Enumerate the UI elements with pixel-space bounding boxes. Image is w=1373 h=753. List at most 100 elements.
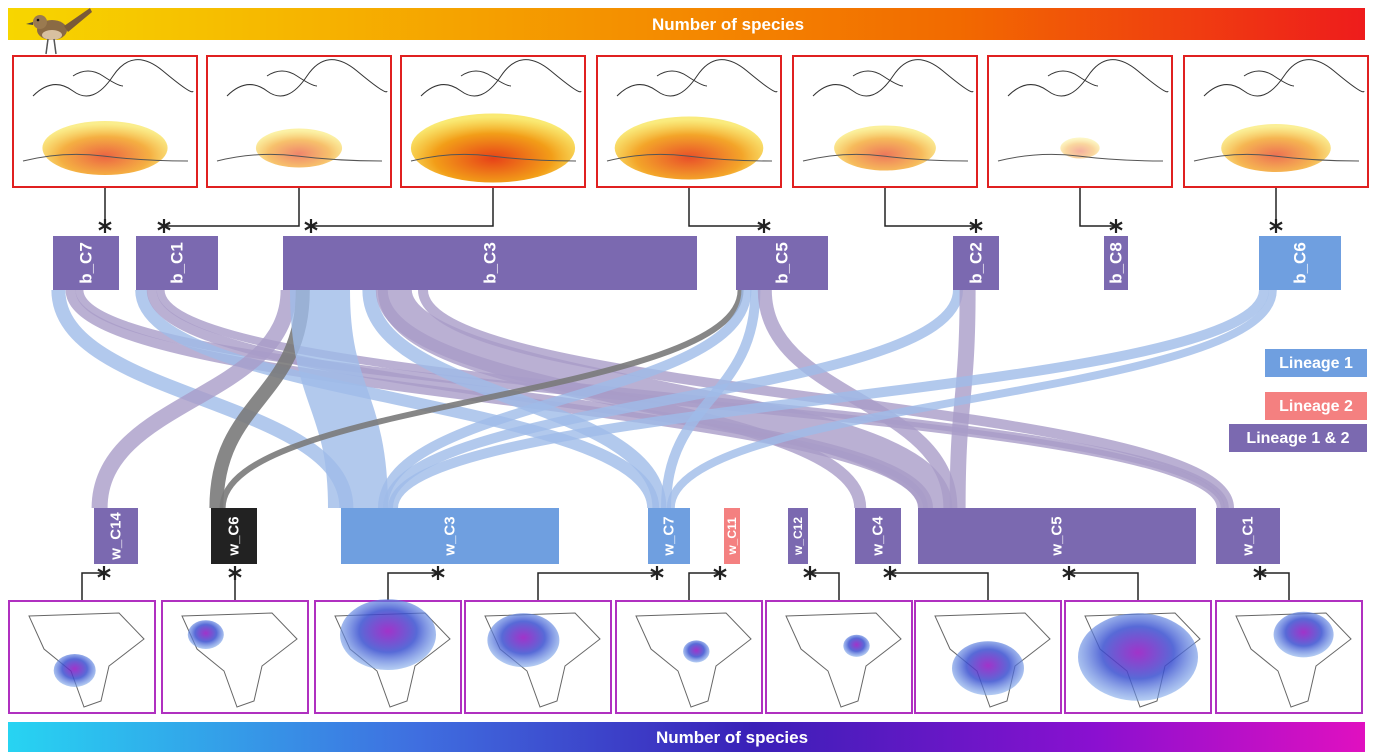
flow-ribbons [51, 287, 1277, 511]
asterisk-icon [157, 219, 171, 233]
connector-bottom-4 [537, 566, 664, 600]
breeding-map-7 [1183, 55, 1369, 188]
breeding-maps [12, 55, 1369, 188]
asterisk-icon [97, 566, 111, 580]
cluster-label: w_C12 [791, 517, 805, 556]
asterisk-icon [803, 566, 817, 580]
legend-label: Lineage 1 [1279, 355, 1353, 372]
legend-item-1: Lineage 1 [1265, 349, 1367, 377]
asterisk-icon [1109, 219, 1123, 233]
cluster-node-w-c4[interactable]: w_C4 [855, 508, 901, 564]
cluster-label: w_C7 [661, 516, 678, 556]
wintering-map-4 [464, 600, 612, 714]
breeding-map-5 [792, 55, 978, 188]
connector-top-1 [98, 188, 112, 233]
wintering-map-5 [615, 600, 763, 714]
connector-bottom-7 [883, 566, 989, 600]
connector-top-7 [1269, 188, 1283, 233]
connector-bottom-5 [688, 566, 727, 600]
asterisk-icon [1269, 219, 1283, 233]
bird-icon [26, 8, 92, 55]
cluster-label: b_C5 [773, 242, 792, 284]
cluster-node-b-c6[interactable]: b_C6 [1259, 236, 1341, 290]
wintering-map-7 [914, 600, 1062, 714]
flow-b_C3-to-w_C14 [91, 289, 297, 509]
connector-top-5 [884, 188, 983, 233]
connector-bottom-3 [387, 566, 445, 600]
asterisk-icon [757, 219, 771, 233]
wintering-map-6 [765, 600, 913, 714]
connector-bottom-6 [803, 566, 840, 600]
cluster-node-w-c3[interactable]: w_C3 [341, 508, 559, 564]
cluster-node-w-c5[interactable]: w_C5 [918, 508, 1196, 564]
cluster-node-w-c6[interactable]: w_C6 [211, 508, 257, 564]
top-scale-title: Number of species [652, 15, 804, 34]
breeding-map-1 [12, 55, 198, 188]
flow-b_C3-to-w_C3 [290, 289, 388, 509]
legend-label: Lineage 2 [1279, 398, 1353, 415]
connector-top-2 [157, 188, 300, 233]
breeding-map-4 [596, 55, 782, 188]
asterisk-icon [228, 566, 242, 580]
wintering-maps [8, 599, 1363, 714]
cluster-node-b-c3[interactable]: b_C3 [283, 236, 697, 290]
asterisk-icon [650, 566, 664, 580]
breeding-cluster-nodes: b_C7 b_C1 b_C3 b_C5 b_C2 b_C8 b_C6 [53, 236, 1341, 290]
cluster-label: b_C6 [1291, 242, 1310, 284]
flow-b_C6-to-w_C7 [666, 289, 1277, 509]
legend-item-3: Lineage 1 & 2 [1229, 424, 1367, 452]
cluster-label: b_C7 [77, 242, 96, 284]
flow-b_C3-to-w_C7 [362, 289, 667, 509]
cluster-node-b-c2[interactable]: b_C2 [953, 236, 999, 290]
bottom-scale-title: Number of species [656, 728, 808, 747]
connector-top-3 [304, 188, 494, 233]
cluster-label: w_C11 [725, 517, 739, 556]
cluster-node-w-c11[interactable]: w_C11 [724, 508, 740, 564]
wintering-cluster-nodes: w_C14 w_C6 w_C3 w_C7 w_C11 w_C12 w_C4 w_C5 w_C1 [94, 508, 1280, 564]
asterisk-icon [713, 566, 727, 580]
flow-b_C5-to-w_C6 [219, 289, 744, 509]
lineage-legend: Lineage 1 Lineage 2 Lineage 1 & 2 [1229, 349, 1367, 452]
connector-bottom-9 [1253, 566, 1290, 600]
cluster-node-w-c14[interactable]: w_C14 [94, 508, 138, 564]
asterisk-icon [883, 566, 897, 580]
cluster-label: b_C8 [1107, 242, 1126, 284]
wintering-map-3 [314, 599, 462, 714]
cluster-label: w_C6 [226, 516, 243, 556]
flow-b_C1-to-w_C7 [135, 289, 660, 509]
wintering-map-9 [1215, 600, 1363, 714]
bottom-color-scale [8, 722, 1365, 752]
cluster-label: b_C1 [168, 242, 187, 284]
cluster-label: w_C5 [1049, 516, 1066, 556]
asterisk-icon [98, 219, 112, 233]
connector-top-6 [1079, 188, 1123, 233]
asterisk-icon [431, 566, 445, 580]
cluster-label: w_C3 [442, 516, 459, 556]
legend-item-2: Lineage 2 [1265, 392, 1367, 420]
cluster-node-w-c1[interactable]: w_C1 [1216, 508, 1280, 564]
cluster-node-b-c7[interactable]: b_C7 [53, 236, 119, 290]
breeding-map-3 [400, 55, 586, 188]
wintering-map-2 [161, 600, 309, 714]
cluster-label: b_C3 [481, 242, 500, 284]
cluster-node-b-c8[interactable]: b_C8 [1104, 236, 1128, 290]
cluster-label: w_C4 [870, 516, 887, 557]
cluster-label: w_C14 [108, 512, 125, 561]
flow-b_C5-to-w_C7 [661, 289, 761, 509]
cluster-node-w-c7[interactable]: w_C7 [648, 508, 690, 564]
flow-b_C5-to-w_C3 [378, 289, 752, 509]
connector-bottom-2 [228, 566, 242, 600]
cluster-node-w-c12[interactable]: w_C12 [788, 508, 808, 564]
flow-b_C2-to-w_C3 [383, 289, 963, 509]
wintering-map-8 [1064, 600, 1212, 714]
asterisk-icon [1062, 566, 1076, 580]
asterisk-icon [969, 219, 983, 233]
connector-bottom-8 [1062, 566, 1139, 600]
cluster-label: w_C1 [1240, 516, 1257, 556]
breeding-map-2 [206, 55, 392, 188]
cluster-node-b-c5[interactable]: b_C5 [736, 236, 828, 290]
asterisk-icon [1253, 566, 1267, 580]
breeding-map-6 [987, 55, 1173, 188]
cluster-node-b-c1[interactable]: b_C1 [136, 236, 218, 290]
